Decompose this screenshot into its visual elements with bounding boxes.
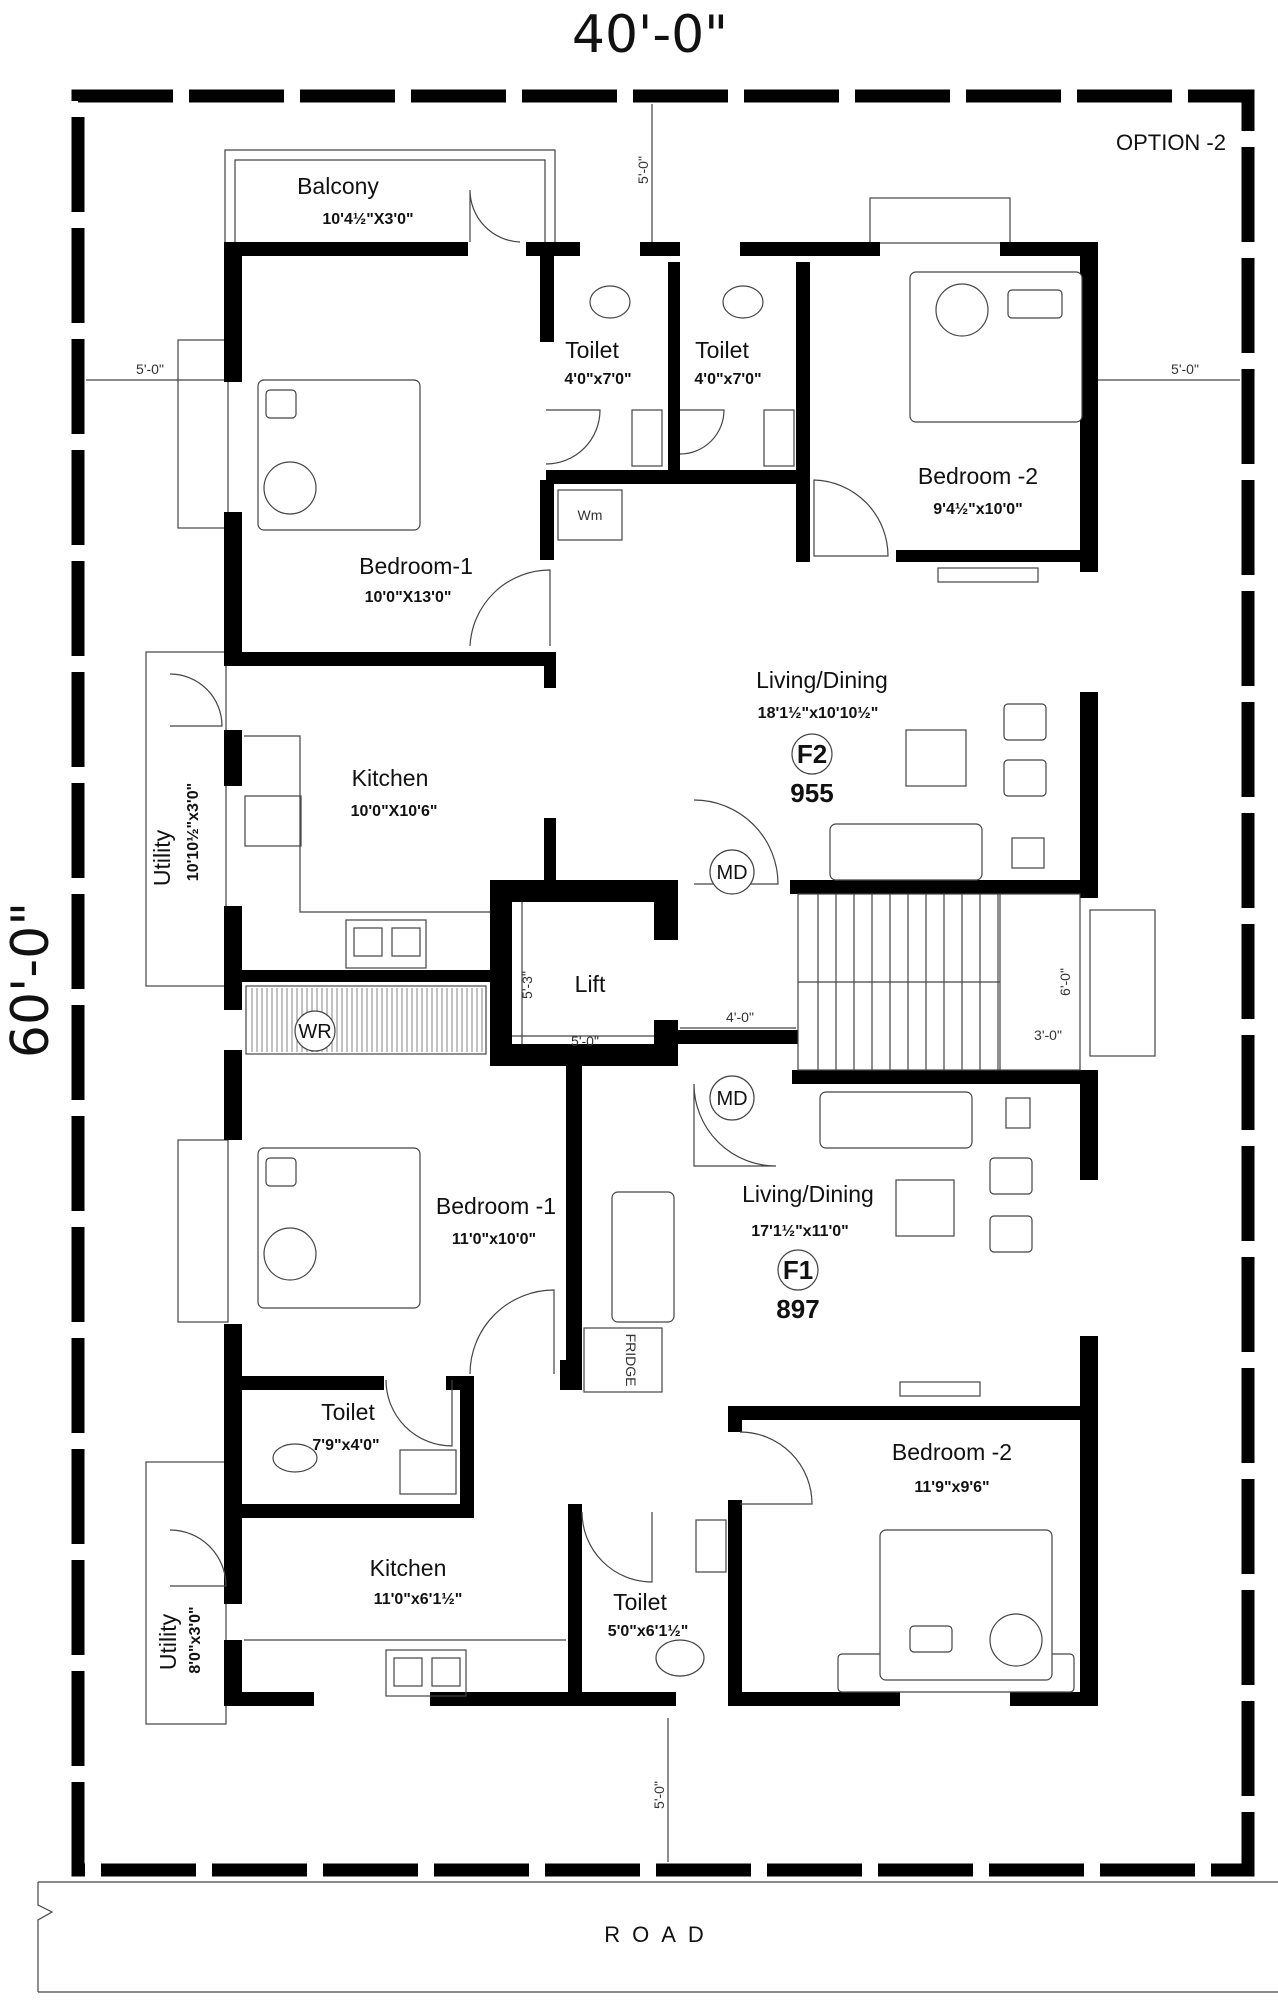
- f2-living-name: Living/Dining: [756, 667, 888, 693]
- toilet-fixtures: [272, 285, 795, 1677]
- staircase: 6'-0" 3'-0" 4'-0": [680, 893, 1081, 1071]
- bed: [837, 1529, 1075, 1693]
- fridge: [583, 1327, 663, 1393]
- wash-area: WR: [245, 985, 487, 1055]
- walls: [224, 242, 1098, 1706]
- f2-bedroom1-name: Bedroom-1: [359, 553, 473, 579]
- md-label: MD: [716, 862, 747, 884]
- setback-right-label: 5'-0": [1171, 361, 1199, 377]
- washing-machine: Wm: [557, 489, 623, 541]
- f2-tag: F2: [797, 739, 827, 769]
- living-furniture: FRIDGE: [583, 567, 1039, 1397]
- f1-toilet-a-dim: 7'9"x4'0": [312, 1437, 379, 1454]
- balcony-name: Balcony: [297, 173, 379, 199]
- lift: Lift 5'-0" 5'-3": [512, 902, 654, 1049]
- plot-width-label: 40'-0": [572, 5, 728, 65]
- balcony-outline: [224, 149, 556, 245]
- main-door-tag: MD: [709, 849, 755, 895]
- f1-area: 897: [776, 1294, 819, 1324]
- f1-utility-dim: 8'0"x3'0": [187, 1606, 204, 1673]
- plot-boundary: [71, 89, 1255, 1877]
- f2-toilet-a-name: Toilet: [565, 337, 619, 363]
- living-furniture: [829, 703, 1047, 881]
- stair-width-label: 3'-0": [1034, 1027, 1062, 1043]
- fridge-label: FRIDGE: [623, 1334, 639, 1387]
- balcony-dim: 10'4½"X3'0": [322, 211, 413, 228]
- f2-bedroom2-dim: 9'4½"x10'0": [933, 501, 1023, 518]
- road-label: ROAD: [604, 1922, 716, 1947]
- f1-utility-name: Utility: [155, 1613, 181, 1670]
- f2-toilet-b-name: Toilet: [695, 337, 749, 363]
- f1-kitchen-name: Kitchen: [370, 1555, 447, 1581]
- plot-height-label: 60'-0": [1, 902, 61, 1058]
- f1-bedroom2-dim: 11'9"x9'6": [914, 1479, 989, 1496]
- f2-bedroom1-dim: 10'0"X13'0": [365, 589, 452, 606]
- window-projection: [177, 1139, 229, 1323]
- f1-living-dim: 17'1½"x11'0": [751, 1223, 849, 1240]
- f2-bedroom2-name: Bedroom -2: [918, 463, 1038, 489]
- f1-bedroom2-name: Bedroom -2: [892, 1439, 1012, 1465]
- window-projection: [869, 197, 1011, 244]
- setback-top-label: 5'-0": [635, 156, 651, 184]
- lift-width-label: 5'-0": [571, 1033, 599, 1049]
- setback-dimensions: 5'-0" 5'-0" 5'-0" 5'-0": [86, 104, 1240, 1862]
- stair-height-label: 6'-0": [1057, 968, 1073, 996]
- f1-toilet-a-name: Toilet: [321, 1399, 375, 1425]
- stove: [385, 1649, 467, 1697]
- f1-unit-tag: F1 897: [776, 1249, 820, 1324]
- f1-utility-outline: [145, 1461, 227, 1725]
- f2-toilet-b-dim: 4'0"x7'0": [694, 371, 761, 388]
- f1-bedroom1-dim: 11'0"x10'0": [452, 1231, 536, 1248]
- md-label: MD: [716, 1088, 747, 1110]
- f1-living-name: Living/Dining: [742, 1181, 874, 1207]
- main-door-tag: MD: [709, 1075, 755, 1121]
- road: ROAD: [37, 1881, 1278, 1993]
- doors: [169, 189, 889, 1587]
- f2-living-dim: 18'1½"x10'10½": [758, 705, 879, 722]
- wr-label: WR: [298, 1021, 331, 1043]
- f2-unit-tag: F2 955: [790, 733, 834, 808]
- stove: [345, 919, 427, 969]
- window-projection: [177, 339, 229, 529]
- lift-name: Lift: [575, 971, 606, 997]
- bed: [257, 1147, 421, 1309]
- f2-area: 955: [790, 778, 833, 808]
- kitchen-counter: [244, 735, 490, 913]
- window-projection: [1089, 909, 1156, 1057]
- wm-label: Wm: [578, 507, 603, 523]
- f2-toilet-a-dim: 4'0"x7'0": [564, 371, 631, 388]
- sink-icon: [244, 795, 302, 847]
- setback-left-label: 5'-0": [136, 361, 164, 377]
- f1-tag: F1: [783, 1255, 813, 1285]
- f1-bedroom1-name: Bedroom -1: [436, 1193, 556, 1219]
- lift-height-label: 5'-3": [519, 971, 535, 999]
- bed: [257, 379, 421, 531]
- f2-utility-outline: [145, 651, 227, 987]
- f2-kitchen-dim: 10'0"X10'6": [351, 803, 438, 820]
- option-label: OPTION -2: [1116, 130, 1226, 155]
- f1-toilet-b-name: Toilet: [613, 1589, 667, 1615]
- f2-utility-name: Utility: [149, 829, 175, 886]
- f1-toilet-b-dim: 5'0"x6'1½": [608, 1623, 689, 1640]
- f1-kitchen-dim: 11'0"x6'1½": [374, 1591, 463, 1608]
- f2-kitchen-name: Kitchen: [352, 765, 429, 791]
- f2-utility-dim: 10'10½"x3'0": [185, 783, 202, 881]
- setback-bottom-label: 5'-0": [651, 1781, 667, 1809]
- bed: [909, 271, 1083, 423]
- stair-gap-label: 4'-0": [726, 1009, 754, 1025]
